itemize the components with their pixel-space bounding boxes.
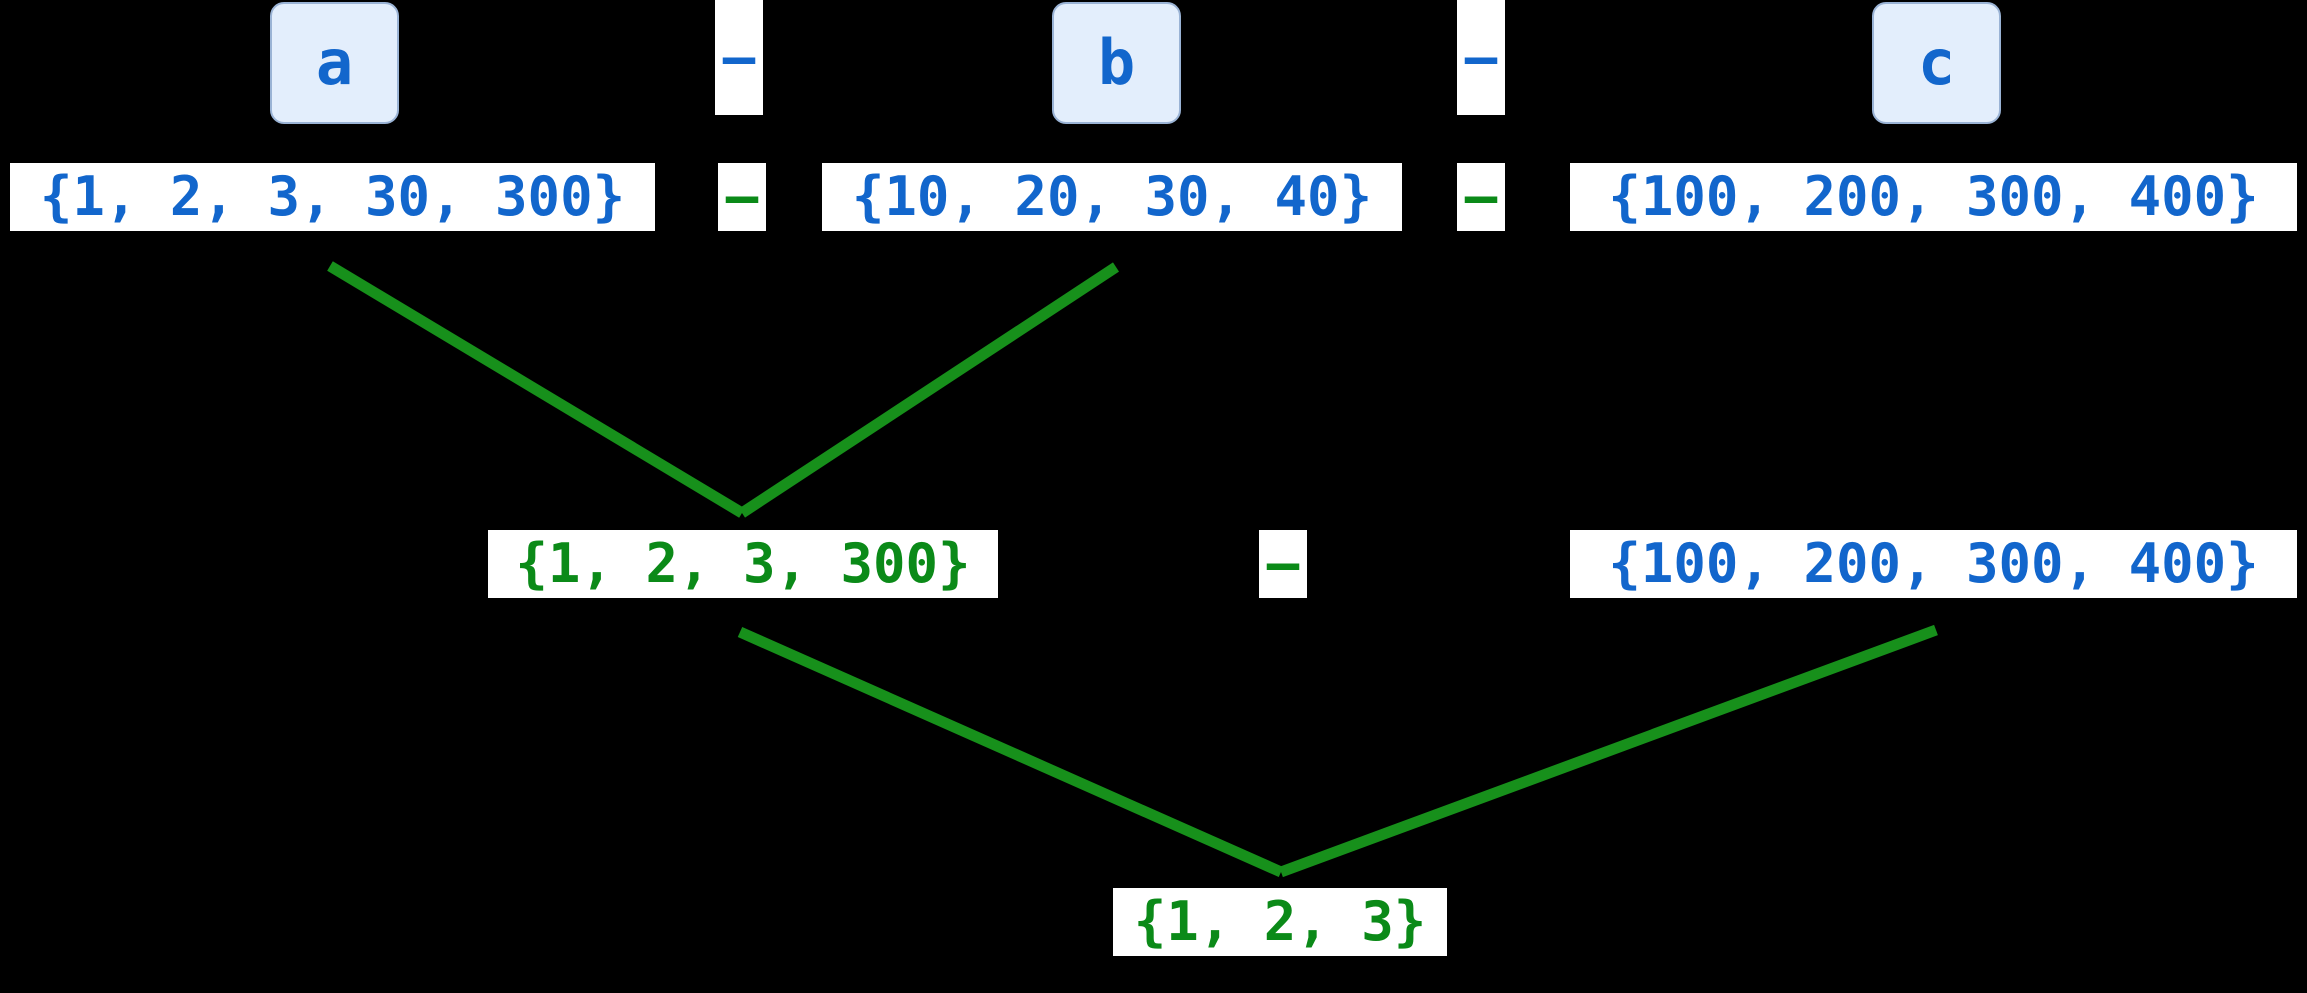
set-literal-b-text: {10, 20, 30, 40} (851, 165, 1373, 228)
set-literal-a: {1, 2, 3, 30, 300} (10, 163, 655, 231)
chip-row-minus-1: – (715, 0, 763, 115)
chip-row-minus-1-symbol: – (722, 25, 756, 89)
set-literal-c-second-text: {100, 200, 300, 400} (1608, 532, 2259, 595)
variable-chip-c-label: c (1917, 26, 1956, 99)
intermediate-result-text: {1, 2, 3, 300} (515, 532, 971, 595)
final-result-text: {1, 2, 3} (1133, 890, 1427, 953)
intermediate-result-box: {1, 2, 3, 300} (488, 530, 998, 598)
operator-minus-b-c-symbol: – (1464, 165, 1498, 228)
wire-a-to-intermediate (327, 261, 745, 518)
wire-b-to-intermediate (738, 262, 1120, 518)
variable-chip-b-label: b (1097, 26, 1136, 99)
operator-minus-intermediate-c-symbol: – (1266, 532, 1300, 595)
operator-minus-b-c: – (1457, 163, 1505, 231)
variable-chip-a-label: a (315, 26, 354, 99)
wire-intermediate-to-final (737, 626, 1284, 878)
set-literal-a-text: {1, 2, 3, 30, 300} (39, 165, 626, 228)
variable-chip-c[interactable]: c (1872, 2, 2001, 124)
variable-chip-b[interactable]: b (1052, 2, 1181, 124)
chip-row-minus-2: – (1457, 0, 1505, 115)
operator-minus-a-b: – (718, 163, 766, 231)
wire-c-to-final (1279, 624, 1938, 878)
set-literal-c-second: {100, 200, 300, 400} (1570, 530, 2297, 598)
operator-minus-intermediate-c: – (1259, 530, 1307, 598)
set-literal-c: {100, 200, 300, 400} (1570, 163, 2297, 231)
operator-minus-a-b-symbol: – (725, 165, 759, 228)
chip-row-minus-2-symbol: – (1464, 25, 1498, 89)
set-literal-c-text: {100, 200, 300, 400} (1608, 165, 2259, 228)
final-result-box: {1, 2, 3} (1113, 888, 1447, 956)
set-literal-b: {10, 20, 30, 40} (822, 163, 1402, 231)
variable-chip-a[interactable]: a (270, 2, 399, 124)
